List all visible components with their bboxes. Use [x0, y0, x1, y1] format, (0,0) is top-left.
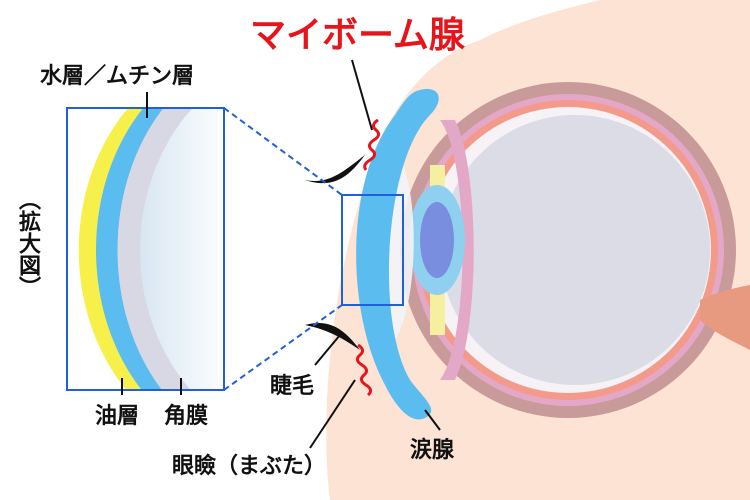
magnify-source-box — [341, 194, 404, 306]
upper-meibomian-gland — [363, 118, 381, 171]
cornea — [356, 89, 439, 420]
pupil — [420, 202, 454, 278]
upper-eyelash — [305, 155, 365, 184]
eyelid-label: 眼瞼（まぶた） — [172, 454, 327, 479]
lower-meibomian-gland — [355, 343, 373, 397]
optic-nerve — [700, 285, 750, 350]
meibomian-gland-title: マイボーム腺 — [250, 15, 465, 56]
enlarged-view — [66, 92, 225, 395]
eyeball — [400, 82, 736, 418]
cornea-label: 角膜 — [164, 404, 209, 429]
lower-eyelash — [305, 322, 360, 350]
water-mucin-layer-label: 水層／ムチン層 — [40, 64, 195, 89]
lacrimal-gland-label: 涙腺 — [410, 438, 455, 463]
oil-layer-label: 油層 — [95, 404, 140, 429]
enlarged-view-label: （拡大図） — [15, 188, 40, 298]
eyelash-label: 睫毛 — [270, 374, 315, 399]
